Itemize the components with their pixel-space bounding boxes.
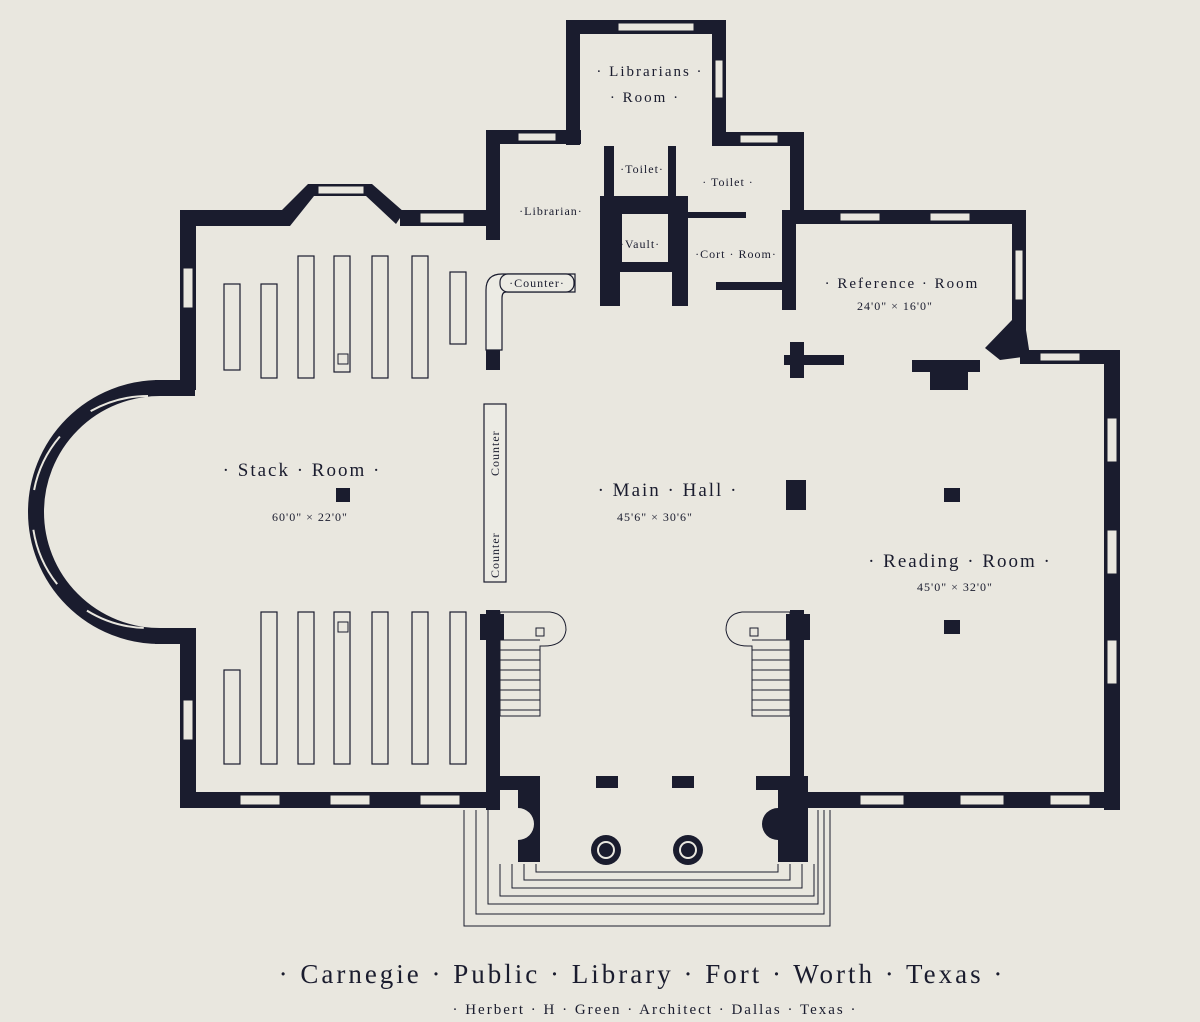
column-stack <box>336 488 350 502</box>
toilet-divider-2 <box>668 146 676 206</box>
counters <box>483 273 576 583</box>
librarians-room-label-2: · Room · <box>610 90 680 106</box>
stack-shelf <box>260 611 278 765</box>
counter-straight <box>483 403 507 583</box>
librarians-room-label-1: · Librarians · <box>596 64 703 80</box>
reading-room-label: · Reading · Room · <box>868 551 1052 572</box>
counter-lower-label: Counter <box>488 532 502 578</box>
column-cores <box>599 843 695 857</box>
entrance-block-right <box>672 776 694 788</box>
toilet-divider <box>604 146 614 196</box>
main-hall-dimensions: 45'6" × 30'6" <box>617 510 693 524</box>
cort-room-label: ·Cort · Room· <box>695 247 777 261</box>
counter-upper-label: Counter <box>488 430 502 476</box>
stair-right-wall <box>790 610 804 810</box>
stack-shelf <box>333 611 351 765</box>
stack-shelf <box>260 283 278 379</box>
reference-top-wall <box>790 210 1026 224</box>
vault-label: ·Vault· <box>620 237 660 251</box>
reference-room-label: · Reference · Room <box>825 276 980 292</box>
stair-treads-left <box>500 639 540 711</box>
stack-shelf <box>411 255 429 379</box>
service-bottom-line <box>716 282 794 290</box>
main-hall-label: · Main · Hall · <box>598 480 739 501</box>
stack-shelf <box>449 611 467 765</box>
toilet-small-label: ·Toilet· <box>620 162 664 176</box>
stack-shelf <box>223 283 241 371</box>
column-reading-1 <box>944 488 960 502</box>
stack-shelf <box>223 669 241 765</box>
reference-left-pier <box>782 210 796 310</box>
reading-right-wall <box>1104 350 1120 810</box>
stack-room-top-wall <box>180 210 290 226</box>
service-right-wall <box>790 132 804 222</box>
architect-credit: · Herbert · H · Green · Architect · Dall… <box>452 1002 857 1018</box>
bay-window-wall <box>280 184 404 226</box>
apse <box>28 380 161 644</box>
vault-walls <box>600 196 688 306</box>
reference-room-dimensions: 24'0" × 16'0" <box>857 299 933 313</box>
toilet-floor-line <box>676 212 746 218</box>
stack-room-label: · Stack · Room · <box>223 460 382 481</box>
pier-counter-top <box>486 348 500 370</box>
pier-cross <box>784 355 844 365</box>
counter-top-label: ·Counter· <box>509 276 565 290</box>
stair-left-wall <box>486 610 500 810</box>
windows <box>182 22 1118 806</box>
stack-shelf <box>297 611 315 765</box>
walls <box>155 20 1120 865</box>
stair-treads-right <box>752 639 790 711</box>
pier-hall-right <box>786 480 806 510</box>
librarians-room-left-wall <box>566 20 580 145</box>
stack-shelf <box>333 255 351 373</box>
entrance-steps <box>463 810 831 927</box>
stack-shelf <box>411 611 429 765</box>
counter-label-box <box>499 273 575 293</box>
stack-room-dimensions: 60'0" × 22'0" <box>272 510 348 524</box>
drawing-title: · Carnegie · Public · Library · Fort · W… <box>279 959 1006 989</box>
stack-shelf <box>449 271 467 345</box>
reference-corner-pier <box>985 320 1030 360</box>
book-stacks <box>223 255 467 765</box>
fireplace <box>912 360 980 390</box>
entrance-left-pier <box>492 776 540 862</box>
reading-room-dimensions: 45'0" × 32'0" <box>917 580 993 594</box>
toilet-large-label: · Toilet · <box>702 175 754 189</box>
stack-shelf <box>371 611 389 765</box>
column-reading-2 <box>944 620 960 634</box>
apse-bottom-wall <box>155 628 195 644</box>
entrance-right-pier <box>756 776 808 862</box>
entrance-block-left <box>596 776 618 788</box>
stairs <box>337 353 791 717</box>
apse-top-wall <box>155 380 195 396</box>
librarian-label: ·Librarian· <box>519 204 583 218</box>
pier-cross-v <box>790 342 804 378</box>
librarian-left-wall <box>486 130 500 240</box>
stack-shelf <box>371 255 389 379</box>
stack-shelf <box>297 255 315 379</box>
